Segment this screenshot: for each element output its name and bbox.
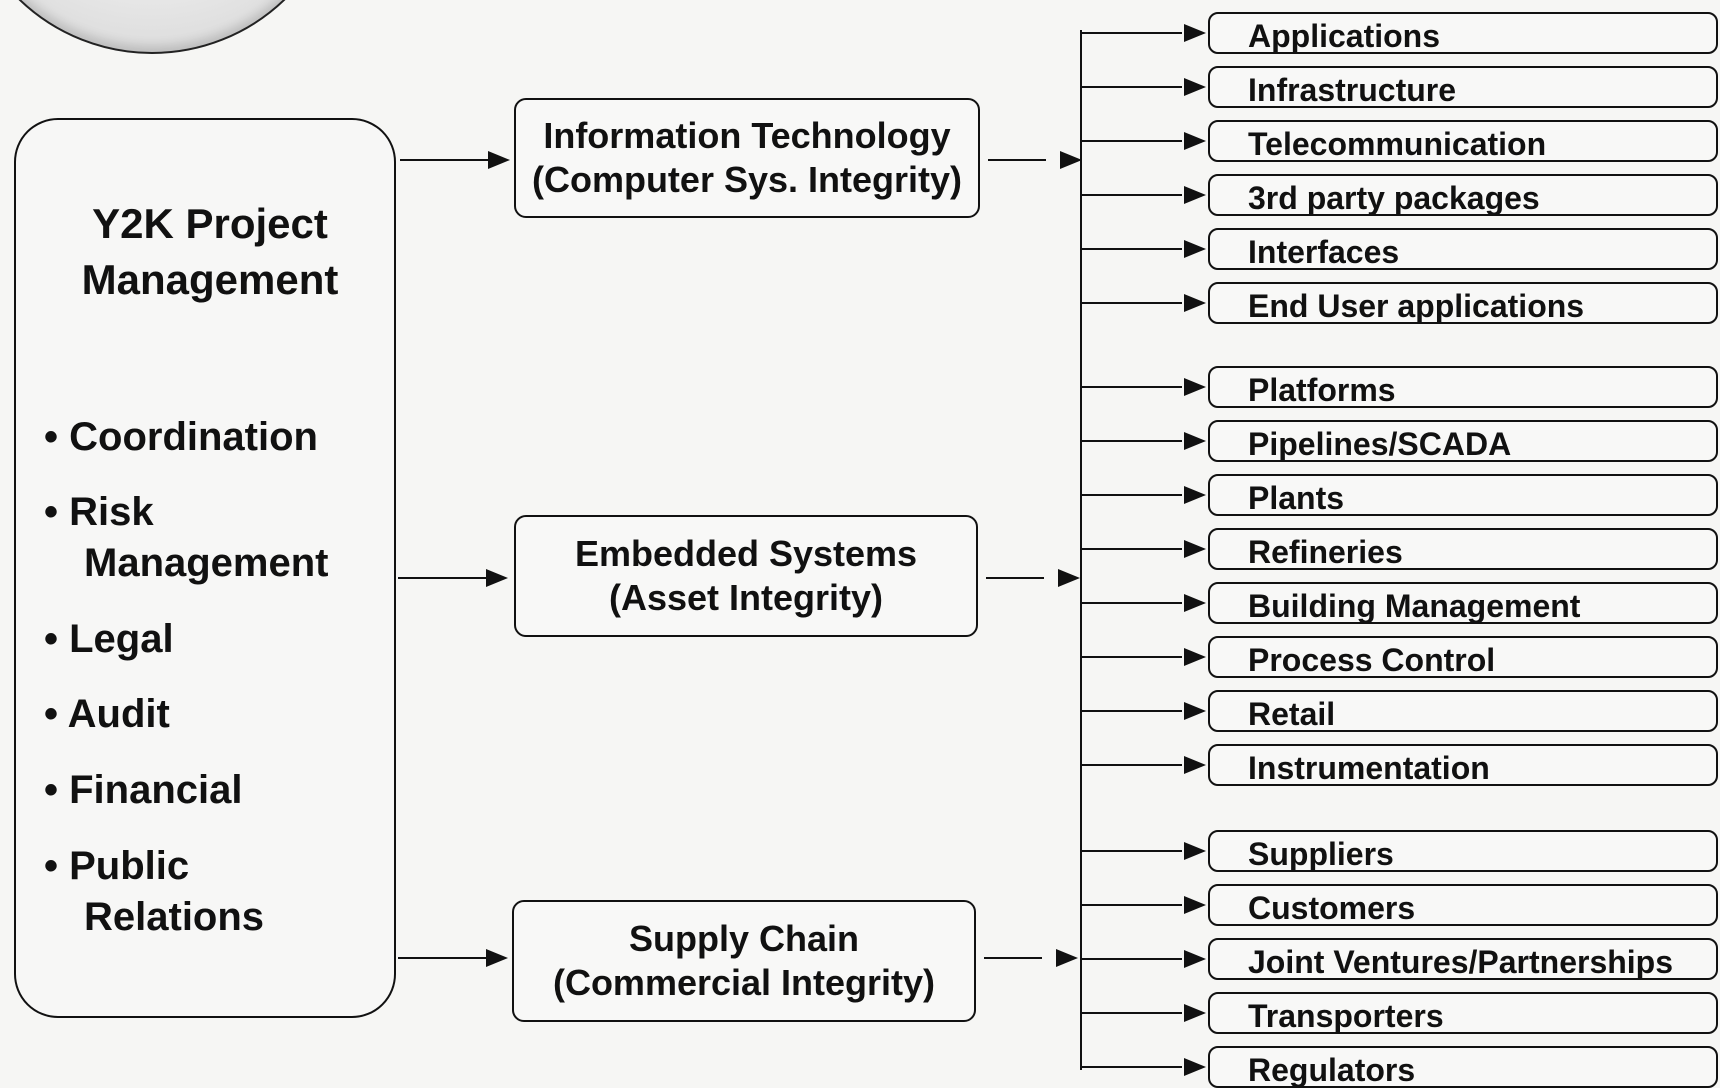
leaf-node-it: End User applications [1208, 282, 1718, 324]
category-supply-subtitle: (Commercial Integrity) [552, 962, 936, 1003]
leaf-node-supply: Joint Ventures/Partnerships [1208, 938, 1718, 980]
leaf-node-embedded: Refineries [1208, 528, 1718, 570]
leaf-arrow [1082, 904, 1182, 906]
category-embedded-subtitle: (Asset Integrity) [608, 577, 884, 618]
leaf-arrow [1082, 86, 1182, 88]
leaf-arrow [1082, 1012, 1182, 1014]
leaf-arrow-head [1184, 950, 1206, 968]
leaf-arrow [1082, 194, 1182, 196]
arrow-head-to-supply [486, 949, 508, 967]
leaf-arrow [1082, 548, 1182, 550]
leaf-arrow-head [1184, 486, 1206, 504]
leaf-arrow [1082, 494, 1182, 496]
project-item-relations: Relations [84, 895, 265, 939]
leaf-arrow [1082, 850, 1182, 852]
logo-emblem [0, 0, 344, 54]
arrow-it-to-bar [988, 159, 1046, 161]
arrow-head-to-it [488, 151, 510, 169]
category-embedded-title: Embedded Systems [574, 533, 918, 574]
leaf-node-supply: Customers [1208, 884, 1718, 926]
leaf-node-embedded: Retail [1208, 690, 1718, 732]
leaf-arrow [1082, 32, 1182, 34]
leaf-arrow-head [1184, 896, 1206, 914]
leaf-arrow [1082, 386, 1182, 388]
leaf-arrow [1082, 764, 1182, 766]
leaf-arrow-head [1184, 186, 1206, 204]
leaf-arrow-head [1184, 594, 1206, 612]
project-management-box [14, 118, 396, 1018]
leaf-arrow-head [1184, 842, 1206, 860]
project-item-audit: • Audit [44, 692, 170, 736]
leaf-arrow [1082, 140, 1182, 142]
leaf-node-embedded: Building Management [1208, 582, 1718, 624]
category-supply-chain: Supply Chain (Commercial Integrity) [512, 900, 976, 1022]
leaf-arrow-head [1184, 1058, 1206, 1076]
arrow-head-to-embedded [486, 569, 508, 587]
leaf-arrow-head [1184, 378, 1206, 396]
leaf-node-embedded: Process Control [1208, 636, 1718, 678]
category-supply-title: Supply Chain [628, 918, 859, 959]
leaf-arrow-head [1184, 1004, 1206, 1022]
leaf-node-embedded: Platforms [1208, 366, 1718, 408]
leaf-arrow [1082, 958, 1182, 960]
category-embedded-systems: Embedded Systems (Asset Integrity) [514, 515, 978, 637]
leaf-node-it: Applications [1208, 12, 1718, 54]
leaf-node-it: Infrastructure [1208, 66, 1718, 108]
leaf-arrow-head [1184, 240, 1206, 258]
leaf-arrow-head [1184, 540, 1206, 558]
project-title-line1: Y2K Project [92, 200, 328, 247]
leaf-arrow [1082, 602, 1182, 604]
leaf-node-embedded: Instrumentation [1208, 744, 1718, 786]
arrow-embedded-to-bar [986, 577, 1044, 579]
leaf-arrow-head [1184, 702, 1206, 720]
arrow-to-it [400, 159, 492, 161]
leaf-node-it: Interfaces [1208, 228, 1718, 270]
category-information-technology: Information Technology (Computer Sys. In… [514, 98, 980, 218]
leaf-arrow-head [1184, 756, 1206, 774]
leaf-arrow-head [1184, 24, 1206, 42]
connector-bar [1080, 30, 1082, 1070]
leaf-node-embedded: Plants [1208, 474, 1718, 516]
leaf-arrow-head [1184, 132, 1206, 150]
leaf-node-it: Telecommunication [1208, 120, 1718, 162]
leaf-node-supply: Regulators [1208, 1046, 1718, 1088]
leaf-arrow [1082, 710, 1182, 712]
leaf-arrow-head [1184, 648, 1206, 666]
leaf-arrow [1082, 302, 1182, 304]
arrow-to-supply [398, 957, 490, 959]
leaf-node-supply: Suppliers [1208, 830, 1718, 872]
project-item-public: • Public [44, 844, 190, 888]
leaf-arrow [1082, 248, 1182, 250]
leaf-arrow-head [1184, 294, 1206, 312]
project-title-line2: Management [81, 256, 339, 303]
arrow-head-supply-to-bar [1056, 949, 1078, 967]
project-item-coordination: • Coordination [44, 415, 318, 459]
project-item-risk-management: Management [84, 541, 329, 585]
leaf-arrow-head [1184, 78, 1206, 96]
leaf-arrow [1082, 440, 1182, 442]
arrow-supply-to-bar [984, 957, 1042, 959]
leaf-node-it: 3rd party packages [1208, 174, 1718, 216]
project-item-financial: • Financial [44, 768, 243, 812]
arrow-head-embedded-to-bar [1058, 569, 1080, 587]
leaf-arrow [1082, 1066, 1182, 1068]
leaf-node-supply: Transporters [1208, 992, 1718, 1034]
leaf-node-embedded: Pipelines/SCADA [1208, 420, 1718, 462]
leaf-arrow [1082, 656, 1182, 658]
arrow-head-it-to-bar [1060, 151, 1082, 169]
leaf-arrow-head [1184, 432, 1206, 450]
project-item-risk: • Risk [44, 490, 154, 534]
category-it-title: Information Technology [543, 115, 951, 156]
arrow-to-embedded [398, 577, 490, 579]
category-it-subtitle: (Computer Sys. Integrity) [531, 159, 963, 200]
project-item-legal: • Legal [44, 617, 174, 661]
